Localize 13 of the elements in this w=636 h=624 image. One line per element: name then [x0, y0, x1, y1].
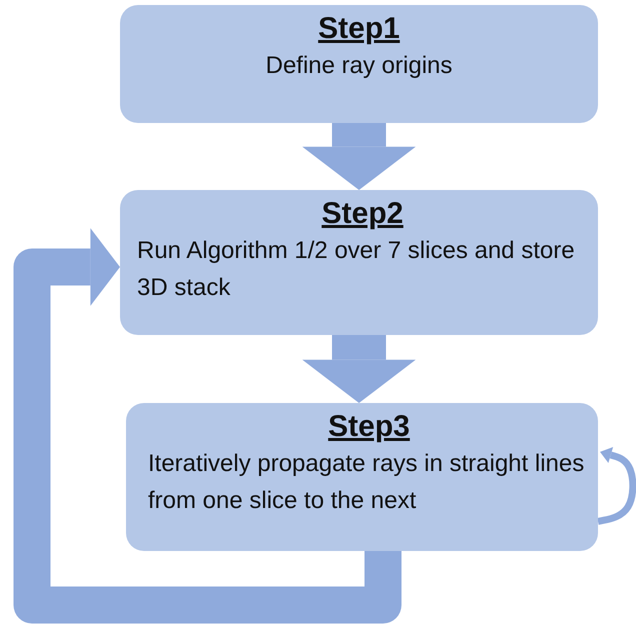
- arrow: [14, 228, 402, 624]
- step-description: Define ray origins: [264, 51, 454, 81]
- step-description: Iteratively propagate rays in straight lines from one slice to the next: [148, 449, 586, 516]
- arrow: [302, 123, 416, 190]
- step-heading: Step1: [318, 11, 400, 47]
- step-heading: Step3: [328, 409, 410, 445]
- step-heading: Step2: [322, 196, 404, 232]
- arrow: [302, 335, 416, 403]
- process-box: [120, 190, 598, 335]
- process-box: [120, 5, 598, 123]
- step-description: Run Algorithm 1/2 over 7 slices and store 3D stack: [137, 236, 576, 303]
- process-box: [126, 403, 598, 551]
- loop-arrow: [597, 446, 636, 525]
